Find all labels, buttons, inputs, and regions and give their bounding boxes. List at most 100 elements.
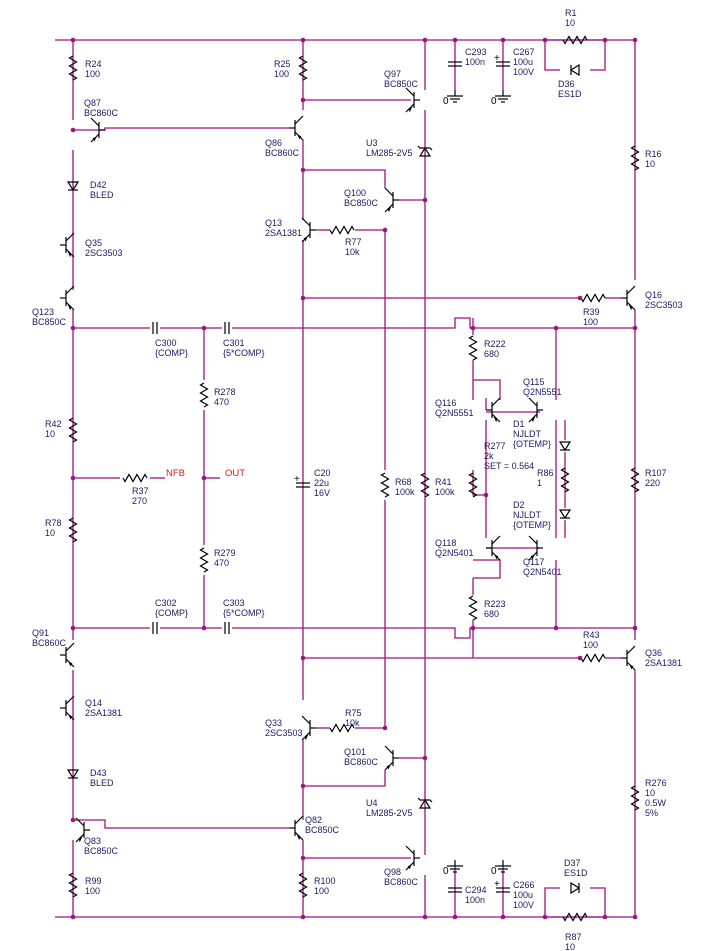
- resistor-r25: [298, 55, 308, 81]
- resistor-r16: [630, 145, 640, 171]
- junction-dot: [553, 325, 559, 331]
- resistor-r99: [68, 872, 78, 898]
- junction-dot: [300, 37, 306, 43]
- reference-u3: [417, 145, 433, 157]
- transistor-q91: [60, 642, 75, 668]
- wires: [55, 39, 636, 918]
- svg-text:+: +: [494, 879, 500, 890]
- junction-dot: [70, 914, 76, 920]
- transistor-q36: [621, 645, 636, 671]
- svg-text:+: +: [494, 53, 500, 64]
- capacitor-c300: [152, 322, 158, 334]
- diode-d43: [66, 769, 80, 780]
- capacitor-c294: [448, 887, 462, 893]
- resistor-r78: [68, 517, 78, 543]
- junction-dot: [422, 914, 428, 920]
- transistor-q33: [301, 715, 316, 741]
- resistor-r77: [329, 225, 355, 235]
- transistor-q13: [301, 217, 316, 243]
- capacitor-c301: [224, 322, 230, 334]
- junction-dot: [382, 227, 388, 233]
- junctions: [70, 37, 638, 920]
- wire: [545, 39, 606, 71]
- resistor-r223: [468, 595, 478, 621]
- transistor-q82: [289, 815, 304, 841]
- junction-dot: [632, 625, 638, 631]
- wire: [303, 169, 386, 188]
- resistor-r68: [380, 472, 390, 498]
- junction-dot: [422, 197, 428, 203]
- transistor-q115: [528, 397, 543, 423]
- resistor-r86: [560, 467, 570, 493]
- junction-dot: [577, 295, 583, 301]
- components: +++: [60, 35, 640, 922]
- junction-dot: [500, 914, 506, 920]
- transistor-q98: [405, 845, 420, 871]
- junction-dot: [300, 167, 306, 173]
- junction-dot: [577, 655, 583, 661]
- junction-dot: [602, 37, 608, 43]
- diode-d36: [569, 63, 580, 77]
- wire: [73, 127, 289, 131]
- resistor-r24: [68, 55, 78, 81]
- resistor-r278: [199, 382, 209, 408]
- transistor-q116: [486, 397, 501, 423]
- resistor-r100: [298, 872, 308, 898]
- wire: [544, 40, 560, 71]
- diode-d2: [558, 509, 572, 520]
- capacitor-c266: +: [494, 879, 510, 893]
- wire: [355, 229, 386, 470]
- junction-dot: [300, 295, 306, 301]
- junction-dot: [70, 325, 76, 331]
- junction-dot: [470, 625, 476, 631]
- junction-dot: [201, 475, 207, 481]
- diode-d42: [66, 181, 80, 192]
- transistor-q117: [528, 535, 543, 561]
- ground-symbol: [495, 860, 511, 873]
- net-label-nfb: NFB: [166, 468, 185, 479]
- junction-dot: [300, 97, 306, 103]
- junction-dot: [300, 783, 306, 789]
- resistor-r279: [199, 547, 209, 573]
- ground-symbol: [447, 90, 463, 103]
- junction-dot: [70, 127, 76, 133]
- wire: [232, 317, 635, 329]
- junction-dot: [483, 492, 489, 498]
- junction-dot: [201, 325, 207, 331]
- ground-label: 0: [443, 866, 449, 877]
- junction-dot: [70, 817, 76, 823]
- diode-d1: [558, 441, 572, 452]
- capacitor-c303: [224, 622, 230, 634]
- resistor-r75: [329, 723, 355, 733]
- transistor-q35: [60, 232, 75, 258]
